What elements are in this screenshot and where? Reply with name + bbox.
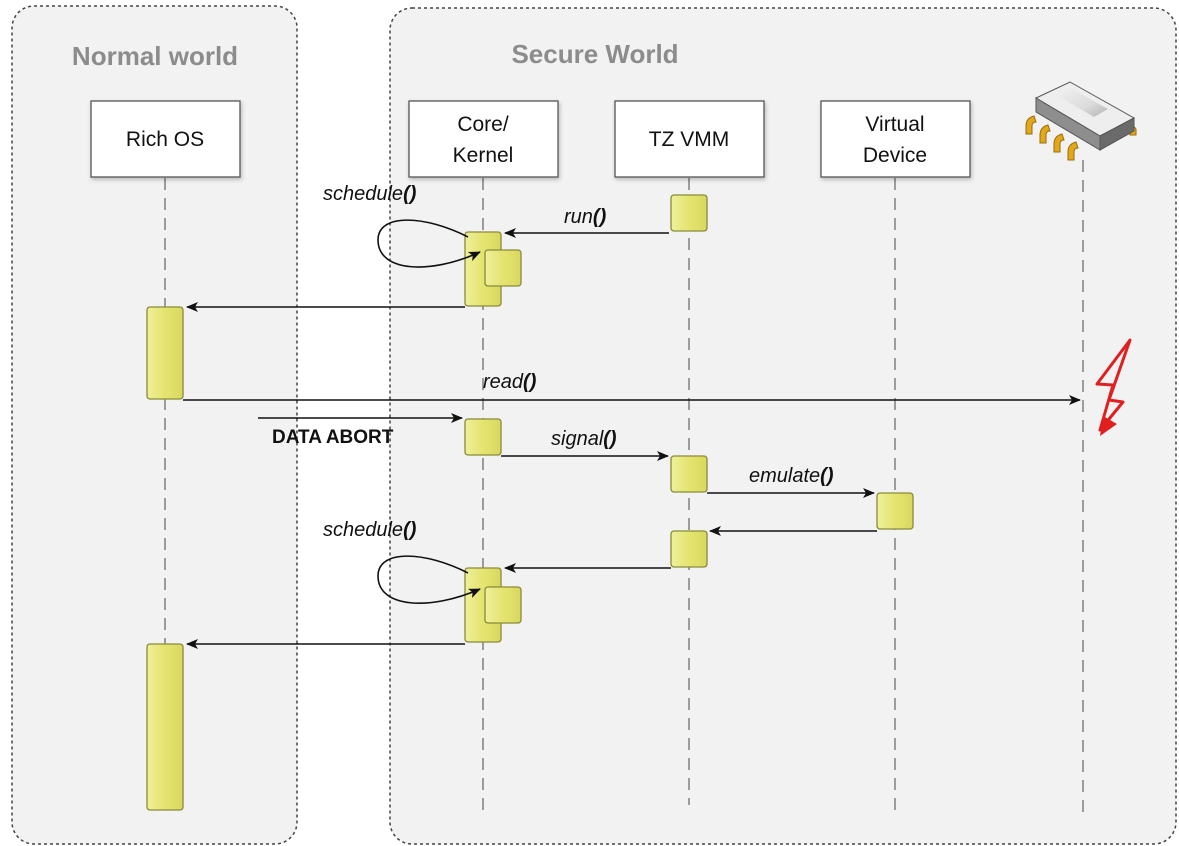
arrow-schedule-loop-2: [377, 555, 481, 604]
chip-icon: [1025, 81, 1137, 161]
label-schedule-2-parens: (): [403, 519, 417, 541]
label-data-abort: DATA ABORT: [272, 427, 394, 448]
normal-world-title: Normal world: [72, 41, 238, 71]
label-read-name: read: [483, 371, 524, 393]
label-schedule-2: schedule(): [323, 519, 417, 541]
normal-world-region: [11, 5, 298, 845]
header-rich-os-label: Rich OS: [126, 128, 204, 151]
activation-tz-vmm-run: [670, 194, 708, 232]
label-signal: signal(): [551, 428, 617, 450]
label-emulate-name: emulate: [749, 465, 820, 487]
activation-rich-os-2: [146, 643, 184, 811]
activation-core-kernel-abort: [464, 418, 502, 456]
header-tz-vmm-label: TZ VMM: [649, 128, 729, 151]
header-core-kernel: Core/ Kernel: [408, 100, 559, 178]
label-schedule-2-name: schedule: [323, 519, 403, 541]
header-rich-os: Rich OS: [90, 100, 241, 178]
header-virtual-device: Virtual Device: [820, 100, 971, 178]
label-schedule-1-name: schedule: [323, 183, 403, 205]
header-tz-vmm: TZ VMM: [614, 100, 765, 178]
label-emulate-parens: (): [820, 465, 834, 487]
secure-world-region: [389, 7, 1177, 845]
lightning-bolt-icon: [1095, 338, 1132, 436]
activation-core-kernel-nested-2: [484, 586, 522, 624]
label-read: read(): [483, 371, 537, 393]
activation-rich-os-1: [146, 306, 184, 400]
activation-tz-vmm-signal: [670, 455, 708, 493]
label-read-parens: (): [523, 371, 537, 393]
header-virtual-device-label-line1: Virtual: [865, 113, 924, 136]
label-run-name: run: [564, 206, 593, 228]
label-emulate: emulate(): [749, 465, 834, 487]
activation-virtual-device-emulate: [876, 492, 914, 530]
label-schedule-1: schedule(): [323, 183, 417, 205]
label-run: run(): [564, 206, 607, 228]
label-signal-name: signal: [551, 428, 604, 450]
label-schedule-1-parens: (): [403, 183, 417, 205]
activation-core-kernel-nested-1: [484, 249, 522, 287]
header-core-kernel-label-line1: Core/: [457, 113, 509, 136]
activation-tz-vmm-return: [670, 530, 708, 568]
arrow-schedule-loop-1: [377, 219, 481, 268]
header-virtual-device-label-line2: Device: [863, 144, 927, 167]
label-run-parens: (): [593, 206, 607, 228]
label-signal-parens: (): [603, 428, 617, 450]
secure-world-title: Secure World: [511, 39, 678, 69]
header-core-kernel-label-line2: Kernel: [453, 144, 514, 167]
